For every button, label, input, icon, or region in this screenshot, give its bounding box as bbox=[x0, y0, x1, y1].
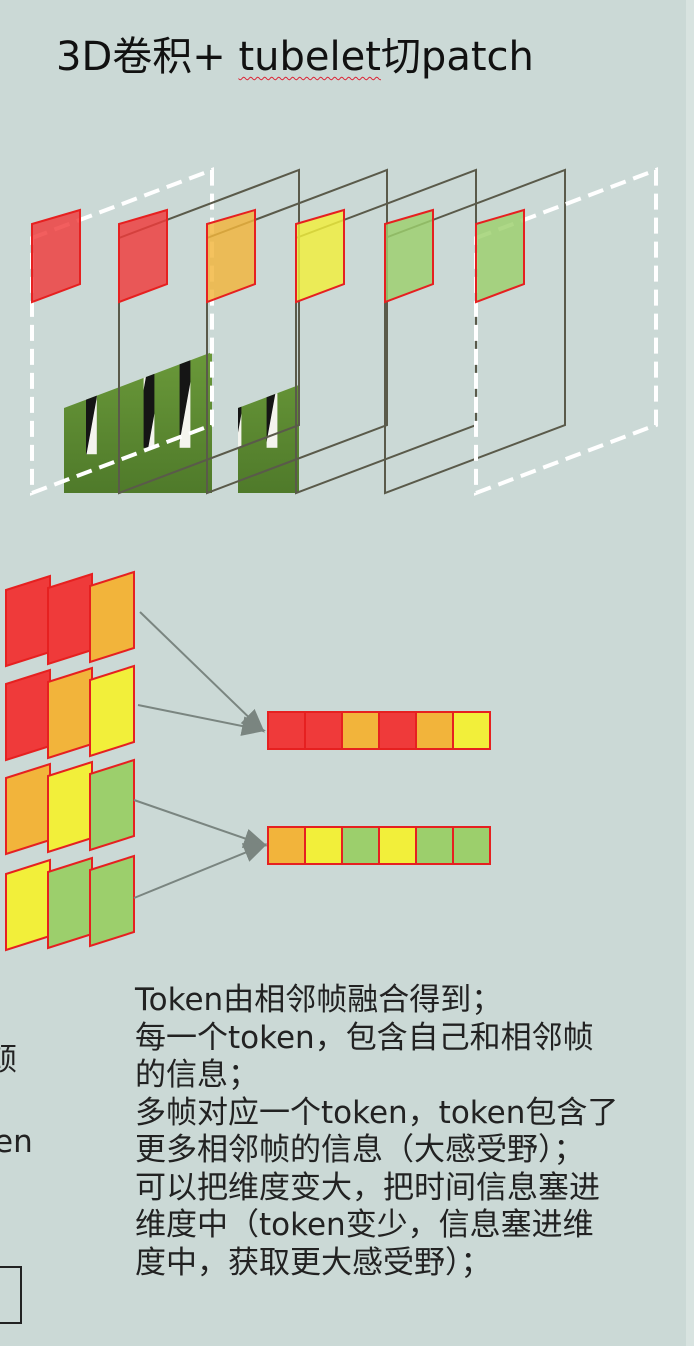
tubelet-patch bbox=[47, 666, 93, 760]
token-cell bbox=[452, 711, 491, 750]
token-row bbox=[267, 826, 491, 865]
diagram-title: 3D卷积+ tubelet切patch bbox=[56, 24, 534, 82]
tubelet-group bbox=[5, 758, 135, 856]
token-cell bbox=[304, 711, 343, 750]
tubelet-patch bbox=[5, 858, 51, 952]
patch-groups bbox=[5, 570, 135, 952]
video-frame bbox=[384, 168, 566, 495]
token-cell bbox=[452, 826, 491, 865]
caption-line: Token由相邻帧融合得到； bbox=[135, 982, 503, 1018]
tubelet-patch bbox=[5, 762, 51, 856]
token-cell bbox=[378, 711, 417, 750]
token-cell bbox=[267, 826, 306, 865]
token-cell bbox=[378, 826, 417, 865]
title-prefix: 3D卷积+ bbox=[56, 34, 239, 80]
video-frame bbox=[474, 167, 658, 496]
caption-line: 更多相邻帧的信息（大感受野）； bbox=[135, 1132, 585, 1168]
token-cell bbox=[341, 711, 380, 750]
token-cell bbox=[415, 711, 454, 750]
caption-line: 每一个token，包含自己和相邻帧 bbox=[135, 1019, 594, 1056]
frame-patch bbox=[118, 208, 168, 304]
merge-arrow bbox=[137, 704, 266, 736]
cropped-left-box bbox=[0, 1266, 22, 1324]
tubelet-patch bbox=[89, 570, 135, 664]
tubelet-patch bbox=[47, 856, 93, 950]
video-frame-stack bbox=[30, 167, 658, 496]
right-edge-strip bbox=[686, 0, 694, 1346]
token-rows bbox=[267, 711, 491, 865]
caption-line: 度中，获取更大感受野）； bbox=[135, 1244, 492, 1281]
caption-text: Token由相邻帧融合得到； 每一个token，包含自己和相邻帧 的信息； 多帧… bbox=[135, 982, 694, 1282]
cropped-left-text-2: en bbox=[0, 1124, 33, 1160]
tubelet-patch bbox=[47, 760, 93, 854]
merge-arrow bbox=[139, 611, 265, 733]
caption-line: 的信息； bbox=[135, 1057, 259, 1093]
tubelet-patch bbox=[89, 854, 135, 948]
token-cell bbox=[304, 826, 343, 865]
tubelet-group bbox=[5, 664, 135, 762]
caption-line: 多帧对应一个token，token包含了 bbox=[135, 1094, 619, 1131]
frame-patch bbox=[384, 208, 434, 304]
token-cell bbox=[267, 711, 306, 750]
cropped-left-text-1: 顿 bbox=[0, 1042, 17, 1078]
video-frame bbox=[118, 168, 300, 495]
frame-patch bbox=[295, 208, 345, 304]
title-tubelet-word: tubelet bbox=[238, 34, 381, 80]
title-suffix: 切patch bbox=[380, 34, 534, 80]
frame-patch bbox=[31, 208, 81, 304]
video-frame bbox=[30, 167, 214, 496]
tubelet-group bbox=[5, 570, 135, 668]
tubelet-patch bbox=[89, 664, 135, 758]
tubelet-patch bbox=[89, 758, 135, 852]
caption-line: 可以把维度变大，把时间信息塞进 bbox=[135, 1169, 600, 1206]
tubelet-patch bbox=[5, 574, 51, 668]
caption-line: 维度中（token变少，信息塞进维 bbox=[135, 1207, 594, 1243]
merge-arrows bbox=[133, 611, 268, 899]
tubelet-group bbox=[5, 854, 135, 952]
token-row bbox=[267, 711, 491, 750]
tubelet-patch bbox=[5, 668, 51, 762]
tubelet-patch bbox=[47, 572, 93, 666]
token-cell bbox=[415, 826, 454, 865]
token-cell bbox=[341, 826, 380, 865]
merge-arrow bbox=[133, 843, 268, 899]
frame-patch bbox=[475, 208, 525, 304]
frame-patch bbox=[206, 208, 256, 304]
video-frame bbox=[206, 168, 388, 495]
merge-arrow bbox=[133, 799, 268, 848]
